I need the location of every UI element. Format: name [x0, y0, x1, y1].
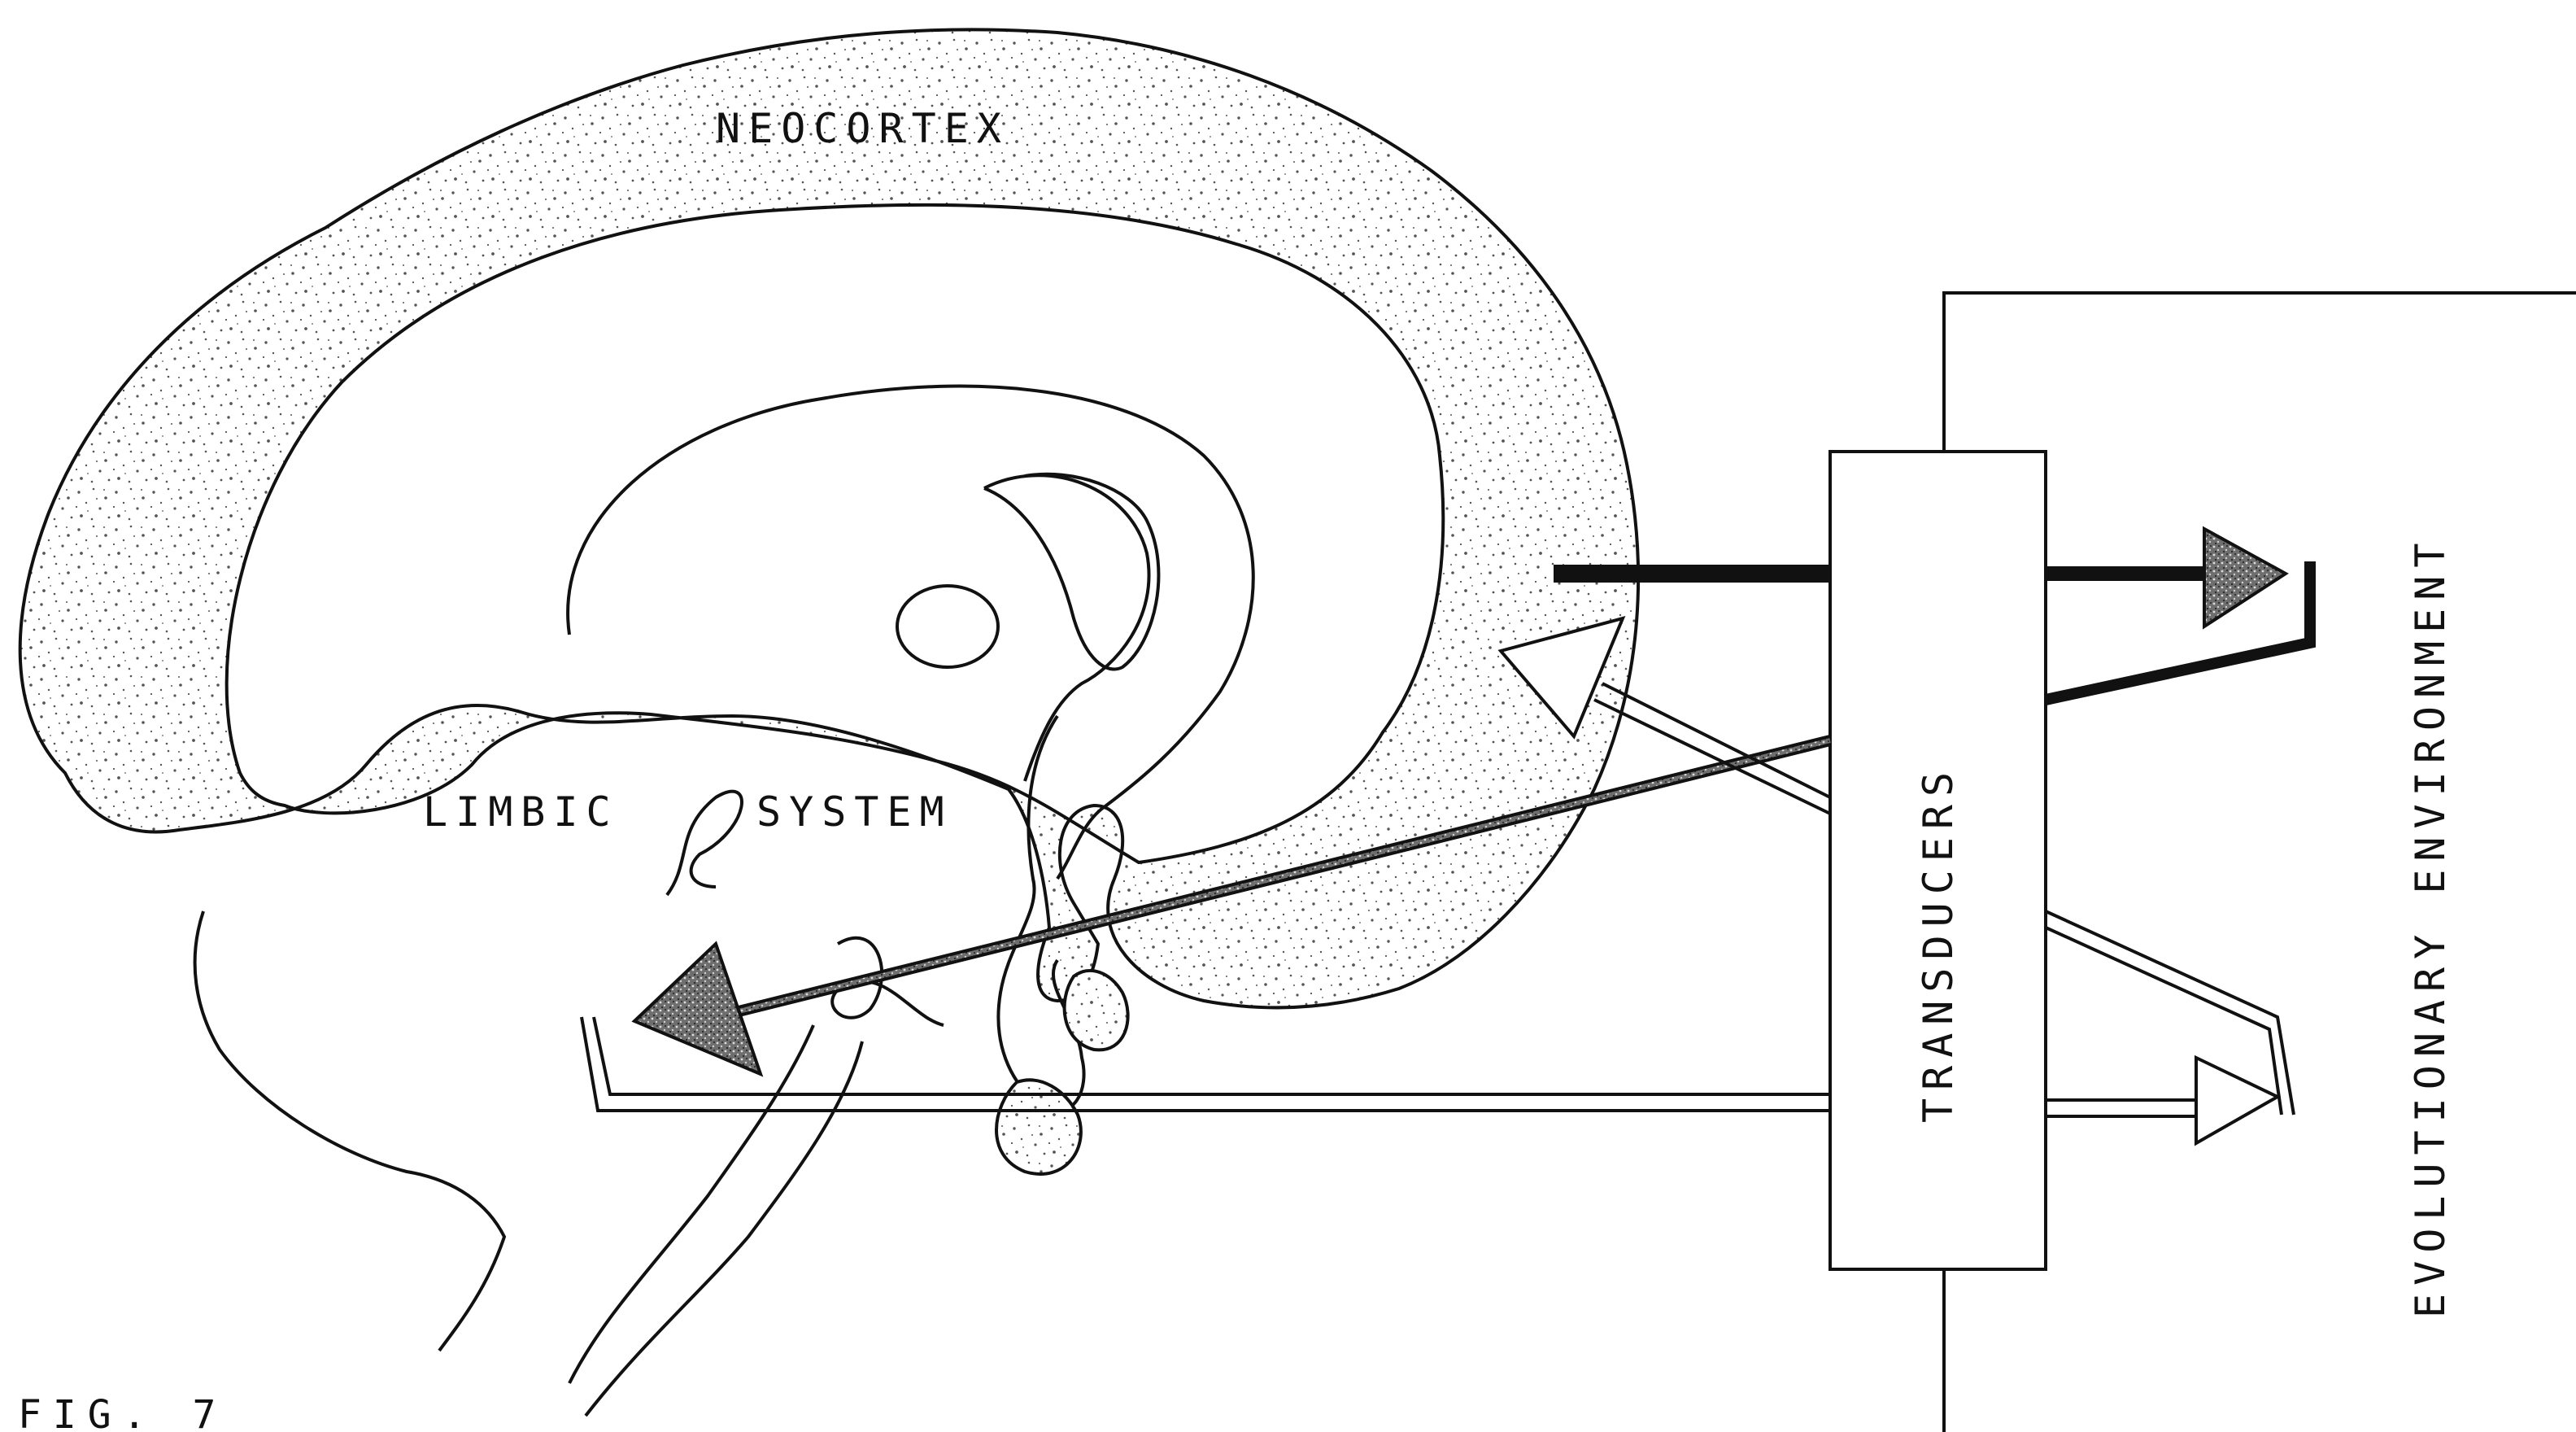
hollow-path-upper	[1602, 683, 1830, 797]
neocortex-band	[20, 29, 1638, 1007]
hollow-feedback-path	[594, 1017, 1830, 1094]
stem-lobe	[1065, 971, 1128, 1050]
hollow-path-upper-inner	[1594, 700, 1830, 814]
hollow-path-right	[2046, 911, 2294, 1115]
environment-label: EVOLUTIONARY ENVIRONMENT	[2407, 535, 2454, 1318]
hollow-arrow-icon	[2196, 1058, 2277, 1143]
neocortex-label: NEOCORTEX	[716, 105, 1009, 152]
environment-frame	[1944, 293, 2576, 452]
figure-label: FIG. 7	[18, 1392, 227, 1432]
transducers-label: TRANSDUCERS	[1915, 764, 1962, 1123]
spinal-cord	[586, 1041, 862, 1416]
hollow-feedback-path-inner	[582, 1017, 1830, 1111]
solid-arrow-icon	[2204, 529, 2286, 626]
corpus-crescent	[984, 474, 1158, 670]
system-label: SYSTEM	[756, 788, 952, 836]
limbic-squiggle	[667, 792, 742, 895]
limbic-label: LIMBIC	[423, 788, 619, 836]
thalamus-oval	[897, 586, 998, 667]
head-contour	[195, 911, 504, 1351]
inner-loop-outline	[984, 475, 1149, 781]
